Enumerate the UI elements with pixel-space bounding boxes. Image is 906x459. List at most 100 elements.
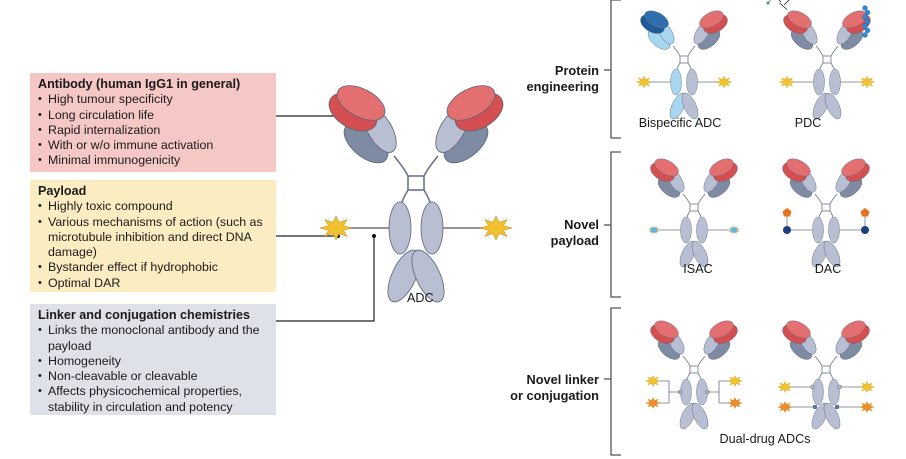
- list-item: Homogeneity: [38, 354, 270, 370]
- payload-star-icon: [319, 215, 353, 241]
- peptide-bead-icon: [864, 9, 871, 16]
- conjugation-site: [834, 404, 840, 410]
- category-label-line: Novel: [564, 217, 599, 232]
- fab-variable: [841, 320, 866, 339]
- disulfide-hinge: [689, 203, 699, 212]
- variant-label-dac: DAC: [814, 262, 842, 276]
- fc-ch3: [681, 92, 699, 120]
- peptide-bead-icon: [864, 18, 871, 25]
- conjugation-site: [837, 384, 842, 390]
- variant-label-pdc: PDC: [794, 116, 822, 130]
- conjugation-site: [810, 384, 815, 390]
- payload-orange-star-icon: [645, 397, 661, 409]
- branched-linker: [659, 380, 681, 393]
- fab-variable: [841, 158, 866, 177]
- payload-star-icon: [715, 75, 733, 89]
- bracket-protein-engineering: [610, 0, 621, 139]
- payload-orange-star-icon: [859, 401, 875, 413]
- disulfide-hinge: [407, 175, 425, 191]
- fab-variable: [336, 85, 386, 121]
- bracket-novel-linker: [610, 307, 621, 456]
- peptide-bead-icon: [864, 27, 871, 34]
- payload-star-icon: [635, 75, 653, 89]
- payload-star-icon: [727, 375, 743, 387]
- variant-label-dual-drug-adcs: Dual-drug ADCs: [719, 432, 811, 446]
- category-label-novel-linker: Novel linker or conjugation: [480, 372, 599, 404]
- peptide-bead-icon: [862, 5, 868, 11]
- fc-ch3: [411, 249, 445, 303]
- peptide-linker-icon: [778, 0, 790, 10]
- category-brackets: [604, 0, 621, 456]
- hinge-arm: [814, 355, 838, 367]
- degrader-binder-icon: [861, 226, 869, 234]
- dual-drug-site-antibody: [777, 320, 875, 430]
- fc-ch2: [828, 378, 840, 406]
- list-item: Bystander effect if hydrophobic: [38, 260, 270, 276]
- linker-feature-list: Links the monoclonal antibody and the pa…: [38, 323, 270, 415]
- payload-star-icon: [859, 381, 875, 393]
- degrader-pentagon-icon: [860, 208, 870, 217]
- fab-variable: [446, 85, 496, 121]
- hinge-arm: [815, 45, 839, 57]
- adc-label: ADC: [407, 291, 434, 305]
- peptide-bead-icon: [862, 32, 868, 38]
- linker-connector: [276, 236, 375, 322]
- fab-variable: [699, 10, 724, 29]
- list-item: Links the monoclonal antibody and the pa…: [38, 323, 270, 354]
- disulfide-hinge: [679, 55, 689, 64]
- list-item: Long circulation life: [38, 108, 270, 124]
- payload-box-title: Payload: [38, 184, 87, 198]
- list-item: Affects physicochemical properties, stab…: [38, 384, 270, 415]
- fc-ch2: [420, 201, 444, 255]
- fc-ch2: [812, 378, 824, 406]
- fab-variable: [787, 10, 812, 29]
- peptide-icon: [767, 0, 771, 4]
- list-item: Various mechanisms of action (such as mi…: [38, 215, 270, 261]
- payload-star-icon: [645, 375, 661, 387]
- list-item: Optimal DAR: [38, 276, 270, 292]
- disulfide-hinge: [689, 365, 699, 374]
- fc-ch3: [824, 92, 842, 120]
- disulfide-hinge: [821, 203, 831, 212]
- linker-box-title: Linker and conjugation chemistries: [38, 308, 251, 322]
- fc-ch2: [812, 216, 824, 244]
- category-label-line: Novel linker: [526, 372, 599, 387]
- dac-antibody: [782, 158, 870, 268]
- hinge-arm: [814, 193, 838, 205]
- disulfide-hinge: [821, 365, 831, 374]
- branched-linker: [659, 392, 670, 404]
- fab-variable: [654, 320, 679, 339]
- hinge-arm: [672, 45, 696, 57]
- peptide-node: [766, 1, 770, 5]
- fc-ch2: [686, 68, 698, 96]
- fab-variable: [786, 320, 811, 339]
- fab-variable: [709, 158, 734, 177]
- linker-info-box: Linker and conjugation chemistries Links…: [30, 304, 276, 415]
- category-label-novel-payload: Novel payload: [500, 217, 599, 249]
- fab-variable: [644, 10, 669, 29]
- payload-star-icon: [858, 75, 876, 89]
- fc-ch2: [828, 216, 840, 244]
- fc-ch3: [823, 402, 841, 430]
- fc-ch2: [696, 216, 708, 244]
- isac-antibody: [648, 158, 740, 268]
- payload-star-icon: [778, 75, 796, 89]
- branched-linker: [707, 380, 729, 393]
- connector-dot: [372, 234, 376, 238]
- branched-linker: [718, 392, 729, 404]
- list-item: High tumour specificity: [38, 92, 270, 108]
- bispecific-adc-antibody: [635, 10, 733, 120]
- immune-stimulant-icon: [648, 225, 660, 235]
- list-item: Minimal immunogenicity: [38, 153, 270, 169]
- fc-ch3: [691, 402, 709, 430]
- list-item: Highly toxic compound: [38, 199, 270, 215]
- fc-ch2: [813, 68, 825, 96]
- fab-variable: [786, 158, 811, 177]
- hinge-arm: [682, 193, 706, 205]
- payload-feature-list: Highly toxic compound Various mechanisms…: [38, 199, 270, 291]
- fc-ch2: [388, 201, 412, 255]
- fab-variable: [709, 320, 734, 339]
- payload-orange-star-icon: [777, 401, 793, 413]
- category-label-line: payload: [550, 233, 599, 248]
- list-item: Rapid internalization: [38, 123, 270, 139]
